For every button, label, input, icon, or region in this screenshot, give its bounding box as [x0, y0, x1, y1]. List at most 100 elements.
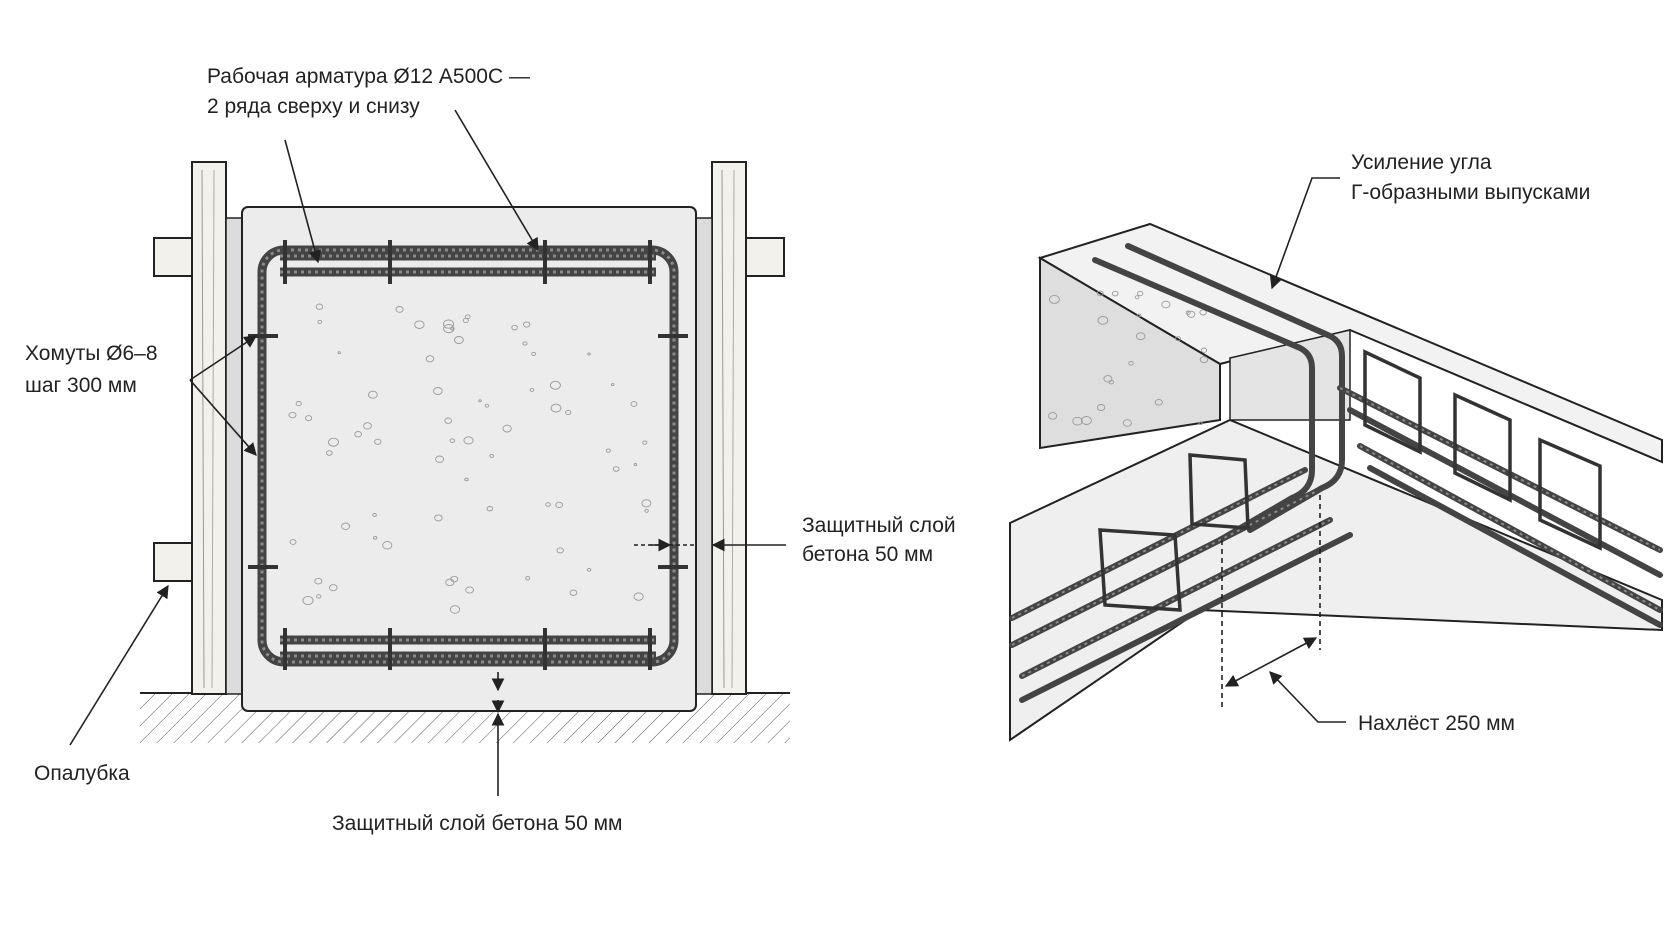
aggregate-speck: [325, 450, 333, 456]
aggregate-speck: [289, 539, 297, 545]
aggregate-speck: [556, 547, 564, 554]
aggregate-speck: [465, 586, 474, 594]
aggregate-speck: [341, 522, 351, 530]
aggregate-speck: [1096, 290, 1104, 297]
label-working-rebar-1: Рабочая арматура Ø12 А500С —: [207, 65, 530, 88]
aggregate-speck: [1122, 419, 1132, 427]
label-corner-1: Усиление угла: [1351, 151, 1492, 174]
aggregate-speck: [368, 390, 378, 399]
aggregate-speck: [1111, 290, 1119, 297]
label-stirrups-1: Хомуты Ø6–8: [25, 342, 158, 365]
aggregate-speck: [641, 499, 652, 508]
aggregate-speck: [605, 448, 611, 453]
aggregate-speck: [1199, 309, 1207, 316]
aggregate-speck: [443, 324, 455, 334]
aggregate-speck: [586, 567, 592, 572]
aggregate-speck: [633, 592, 644, 601]
aggregate-speck: [464, 477, 469, 482]
aggregate-speck: [1048, 294, 1060, 304]
label-stirrups-2: шаг 300 мм: [25, 374, 137, 397]
aggregate-speck: [478, 399, 482, 403]
aggregate-speck: [545, 502, 551, 507]
aggregate-speck: [317, 319, 323, 324]
back-wall-aggregate: [1048, 290, 1209, 427]
aggregate-speck: [435, 455, 445, 463]
label-working-rebar-2: 2 ряда сверху и снизу: [207, 95, 420, 118]
aggregate-speck: [1135, 332, 1146, 341]
aggregate-speck: [633, 463, 638, 467]
back-wall-front: [1039, 256, 1221, 450]
rebar-top: [280, 251, 656, 277]
aggregate-speck: [445, 578, 455, 587]
rebar-texture: [1011, 387, 1661, 677]
aggregate-speck: [1048, 412, 1058, 420]
aggregate-speck: [484, 403, 490, 408]
aggregate-speck: [1134, 295, 1140, 300]
inner-corner: [1229, 329, 1351, 421]
aggregate-speck: [305, 415, 313, 422]
concrete-aggregate: [288, 303, 652, 614]
formwork-right: [695, 161, 785, 695]
aggregate-speck: [1186, 310, 1196, 318]
aggregate-speck: [610, 383, 615, 387]
aggregate-speck: [511, 324, 518, 331]
aggregate-speck: [1096, 404, 1106, 411]
aggregate-speck: [531, 351, 537, 356]
aggregate-speck: [630, 401, 638, 407]
aggregate-speck: [425, 355, 435, 363]
aggregate-speck: [382, 541, 393, 550]
aggregate-speck: [1199, 356, 1209, 364]
label-formwork: Опалубка: [34, 762, 130, 785]
leaders-right: [1221, 177, 1346, 723]
aggregate-speck: [486, 506, 494, 512]
aggregate-speck: [522, 341, 528, 346]
aggregate-speck: [565, 409, 572, 416]
aggregate-speck: [642, 440, 648, 445]
aggregate-speck: [337, 351, 341, 355]
aggregate-speck: [1154, 399, 1163, 406]
aggregate-speck: [1185, 310, 1191, 315]
aggregate-speck: [1137, 290, 1144, 297]
aggregate-speck: [354, 431, 362, 438]
aggregate-speck: [295, 401, 302, 407]
aggregate-speck: [463, 436, 474, 445]
wire-ties: [248, 240, 688, 670]
aggregate-speck: [502, 424, 512, 433]
leaders-left: [69, 109, 786, 796]
aggregate-speck: [1136, 313, 1142, 318]
aggregate-speck: [288, 411, 297, 419]
aggregate-speck: [1080, 416, 1092, 425]
aggregate-speck: [644, 508, 649, 513]
front-wall: [1009, 418, 1663, 742]
aggregate-speck: [395, 306, 404, 313]
aggregate-speck: [374, 438, 382, 445]
aggregate-speck: [1128, 360, 1134, 366]
aggregate-speck: [433, 387, 443, 395]
aggregate-speck: [1103, 375, 1113, 383]
aggregate-speck: [1072, 416, 1083, 426]
corner-joint: Усиление угла Г-образными выпусками Нахл…: [1009, 151, 1663, 742]
formwork-left: [153, 161, 243, 695]
aggregate-speck: [523, 321, 531, 328]
aggregate-speck: [449, 605, 461, 614]
stirrups-iso: [1098, 349, 1602, 612]
aggregate-speck: [442, 319, 455, 329]
label-cover-side-2: бетона 50 мм: [802, 543, 933, 566]
aggregate-speck: [444, 417, 453, 424]
aggregate-speck: [373, 535, 378, 540]
aggregate-speck: [1175, 336, 1182, 342]
aggregate-speck: [302, 595, 314, 606]
aggregate-speck: [1198, 421, 1203, 425]
aggregate-speck: [1097, 316, 1109, 325]
aggregate-speck: [363, 422, 372, 430]
aggregate-speck: [569, 589, 578, 596]
aggregate-speck: [489, 453, 495, 458]
aggregate-speck: [372, 513, 377, 517]
label-overlap: Нахлёст 250 мм: [1358, 712, 1515, 735]
aggregate-speck: [462, 317, 469, 324]
aggregate-speck: [328, 437, 339, 447]
label-corner-2: Г-образными выпусками: [1351, 181, 1590, 204]
aggregate-speck: [316, 594, 322, 599]
aggregate-speck: [449, 438, 456, 443]
